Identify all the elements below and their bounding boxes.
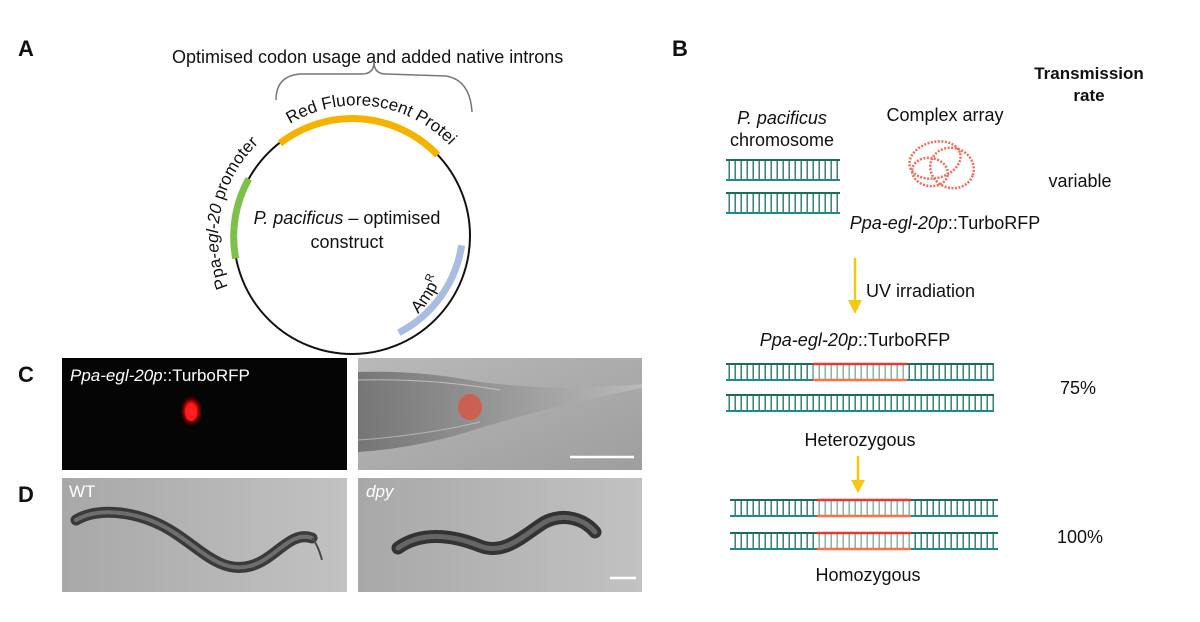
bracket-label: Optimised codon usage and added native i… bbox=[172, 47, 563, 67]
uv-arrow bbox=[848, 258, 862, 314]
rate-hom: 100% bbox=[1057, 527, 1103, 547]
hom-dna-1 bbox=[730, 498, 998, 518]
panel-c: C Ppa-egl-20p::TurboRFP bbox=[18, 358, 642, 470]
hom-dna-2 bbox=[730, 531, 998, 551]
het-dna-1 bbox=[726, 362, 994, 382]
rate-array: variable bbox=[1048, 171, 1111, 191]
transmission-header-line1: Transmission bbox=[1034, 64, 1144, 83]
chromosome-dna-1 bbox=[726, 159, 840, 181]
complex-array-icon bbox=[908, 140, 976, 190]
het-to-hom-arrow bbox=[851, 456, 865, 493]
array-label: Complex array bbox=[886, 105, 1003, 125]
panel-b-letter: B bbox=[672, 36, 688, 61]
transmission-header-line2: rate bbox=[1073, 86, 1104, 105]
ampr-segment bbox=[397, 244, 466, 336]
dpy-label: dpy bbox=[366, 482, 395, 501]
panel-d: D WT dpy bbox=[18, 478, 642, 592]
chromosome-label: chromosome bbox=[730, 130, 834, 150]
ampr-label: AmpR bbox=[407, 272, 442, 317]
chromosome-dna-2 bbox=[726, 192, 840, 214]
het-label: Heterozygous bbox=[804, 430, 915, 450]
array-construct-label: Ppa-egl-20p::TurboRFP bbox=[850, 213, 1040, 233]
rate-het: 75% bbox=[1060, 378, 1096, 398]
fluorescence-image-label: Ppa-egl-20p::TurboRFP bbox=[70, 366, 250, 385]
codon-bracket bbox=[275, 61, 473, 113]
chromosome-species: P. pacificus bbox=[737, 108, 827, 128]
panel-d-letter: D bbox=[18, 482, 34, 507]
fluorescence-image bbox=[62, 358, 347, 470]
construct-title-line2: construct bbox=[310, 232, 383, 252]
hom-insert-2 bbox=[817, 531, 911, 551]
panel-c-letter: C bbox=[18, 362, 34, 387]
hom-insert-1 bbox=[817, 498, 911, 518]
overlay-rfp-signal bbox=[458, 394, 482, 420]
integrated-construct-label: Ppa-egl-20p::TurboRFP bbox=[760, 330, 950, 350]
panel-a-letter: A bbox=[18, 36, 34, 61]
construct-title-line1: P. pacificus – optimised bbox=[254, 208, 441, 228]
promoter-segment bbox=[230, 177, 252, 260]
wt-label: WT bbox=[69, 482, 95, 501]
hom-label: Homozygous bbox=[815, 565, 920, 585]
het-dna-2 bbox=[726, 394, 994, 412]
rfp-segment bbox=[277, 115, 441, 158]
panel-b: B Transmission rate P. pacificus chromos… bbox=[672, 36, 1144, 585]
uv-label: UV irradiation bbox=[866, 281, 975, 301]
het-insert bbox=[813, 362, 907, 382]
panel-a: A Optimised codon usage and added native… bbox=[0, 0, 563, 355]
